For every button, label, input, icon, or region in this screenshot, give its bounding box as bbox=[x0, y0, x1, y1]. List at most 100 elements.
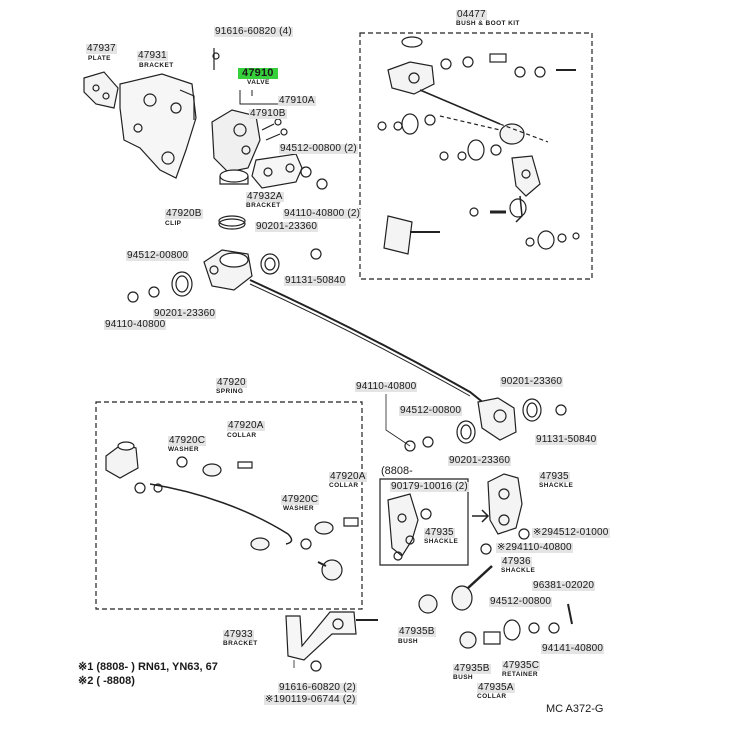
label-47920A-a: 47920A bbox=[227, 420, 265, 431]
nut-e bbox=[548, 622, 560, 634]
footnote-1: ※1 (8808- ) RN61, YN63, 67 bbox=[78, 661, 218, 673]
label-47936-name: SHACKLE bbox=[501, 567, 536, 574]
union-bolt-a bbox=[310, 248, 322, 260]
spring-frame bbox=[95, 401, 363, 610]
label-94512-b: 94512-00800 bbox=[126, 250, 190, 261]
label-91616-bottom: 91616-60820 (2) bbox=[278, 682, 357, 693]
bracket-part bbox=[119, 73, 197, 179]
rod-end-upper bbox=[203, 249, 253, 291]
long-rod bbox=[249, 279, 491, 409]
retainer-47935C bbox=[503, 619, 521, 641]
bracket-47932A bbox=[251, 153, 303, 189]
rod-end-lower bbox=[477, 397, 517, 441]
label-04477-name: BUSH & BOOT KIT bbox=[456, 20, 520, 27]
label-47935A-name: COLLAR bbox=[477, 693, 507, 700]
label-47920A-b: 47920A bbox=[329, 471, 367, 482]
label-91131-b: 91131-50840 bbox=[535, 434, 598, 445]
label-47920: 47920 bbox=[216, 377, 247, 388]
label-04477: 04477 bbox=[456, 9, 487, 20]
label-90201-c: 90201-23360 bbox=[500, 376, 564, 387]
gasket-a bbox=[260, 253, 280, 275]
label-47910: 47910 bbox=[238, 68, 278, 79]
kit-frame bbox=[359, 32, 593, 280]
label-8808: (8808- bbox=[381, 465, 413, 477]
label-47910-name: VALVE bbox=[247, 79, 270, 86]
label-47920C-b-name: WASHER bbox=[283, 505, 314, 512]
label-91616-top: 91616-60820 (4) bbox=[214, 26, 293, 37]
label-90201-d: 90201-23360 bbox=[448, 455, 512, 466]
label-47935B: 47935B bbox=[398, 626, 436, 637]
label-47933: 47933 bbox=[223, 629, 254, 640]
label-294512: ※294512-01000 bbox=[532, 527, 610, 538]
valve-bolts bbox=[261, 118, 288, 141]
spring-contents bbox=[105, 441, 359, 581]
label-47920B-name: CLIP bbox=[165, 220, 182, 227]
label-47933-name: BRACKET bbox=[223, 640, 258, 647]
label-47931: 47931 bbox=[137, 50, 168, 61]
label-47920B: 47920B bbox=[165, 208, 203, 219]
clip-part bbox=[218, 215, 246, 227]
diagram-code: MC A372-G bbox=[546, 703, 604, 715]
union-bolt-b bbox=[555, 404, 567, 416]
label-96381: 96381-02020 bbox=[532, 580, 596, 591]
label-94512-c: 94512-00800 bbox=[399, 405, 463, 416]
label-47920A-b-name: COLLAR bbox=[329, 482, 359, 489]
label-94110-b: 94110-40800 bbox=[104, 319, 167, 330]
label-47920C-b: 47920C bbox=[281, 494, 320, 505]
gasket-d bbox=[456, 420, 476, 444]
label-47935B-name: BUSH bbox=[398, 638, 419, 645]
washer-c bbox=[422, 436, 434, 448]
label-47932A-name: BRACKET bbox=[246, 202, 281, 209]
label-94110-c: 94110-40800 bbox=[355, 381, 418, 392]
washer-d bbox=[518, 528, 530, 540]
gasket-b bbox=[171, 271, 193, 297]
label-47920C-a: 47920C bbox=[168, 435, 207, 446]
nut-a bbox=[316, 178, 328, 190]
label-47935-b: 47935 bbox=[539, 471, 570, 482]
footnote-2: ※2 ( -8808) bbox=[78, 675, 135, 687]
gasket-c bbox=[522, 398, 542, 422]
washer-b bbox=[148, 286, 160, 298]
washer-e bbox=[528, 622, 540, 634]
label-47910B: 47910B bbox=[249, 108, 287, 119]
label-94110-a: 94110-40800 (2) bbox=[283, 208, 362, 219]
valve-part bbox=[211, 109, 261, 185]
label-47935-a: 47935 bbox=[424, 527, 455, 538]
washer-a bbox=[300, 166, 312, 178]
label-47910A: 47910A bbox=[278, 95, 316, 106]
nut-b bbox=[127, 291, 139, 303]
label-47920C-a-name: WASHER bbox=[168, 446, 199, 453]
label-94512-a: 94512-00800 (2) bbox=[279, 143, 358, 154]
collar-47935A bbox=[483, 631, 501, 645]
label-47935-b-name: SHACKLE bbox=[539, 482, 574, 489]
label-294110: ※294110-40800 bbox=[496, 542, 573, 553]
label-47935C-name: RETAINER bbox=[502, 671, 538, 678]
revision-box bbox=[379, 478, 469, 566]
nut-c bbox=[404, 440, 416, 452]
label-47935B2: 47935B bbox=[453, 663, 491, 674]
label-47937-name: PLATE bbox=[88, 55, 111, 62]
label-47935C: 47935C bbox=[502, 660, 541, 671]
kit-contents bbox=[377, 36, 580, 255]
label-94141: 94141-40800 bbox=[541, 643, 605, 654]
bolt-top bbox=[212, 48, 220, 70]
bush-47935B bbox=[418, 594, 438, 614]
label-90119: ※190119-06744 (2) bbox=[264, 694, 357, 705]
shackle-47935 bbox=[472, 473, 523, 535]
label-47932A: 47932A bbox=[246, 191, 284, 202]
label-47935-a-name: SHACKLE bbox=[424, 538, 459, 545]
label-47920-name: SPRING bbox=[216, 388, 244, 395]
plate-part bbox=[83, 71, 119, 109]
bracket-47933 bbox=[285, 611, 378, 668]
label-90179: 90179-10016 (2) bbox=[390, 481, 469, 492]
label-47935B2-name: BUSH bbox=[453, 674, 474, 681]
shackle-47936 bbox=[451, 565, 493, 611]
label-91131-a: 91131-50840 bbox=[284, 275, 347, 286]
label-47931-name: BRACKET bbox=[139, 62, 174, 69]
label-94512-d: 94512-00800 bbox=[489, 596, 553, 607]
pin-96381 bbox=[567, 603, 573, 625]
label-47936: 47936 bbox=[501, 556, 532, 567]
bush-47935B2 bbox=[459, 631, 477, 649]
